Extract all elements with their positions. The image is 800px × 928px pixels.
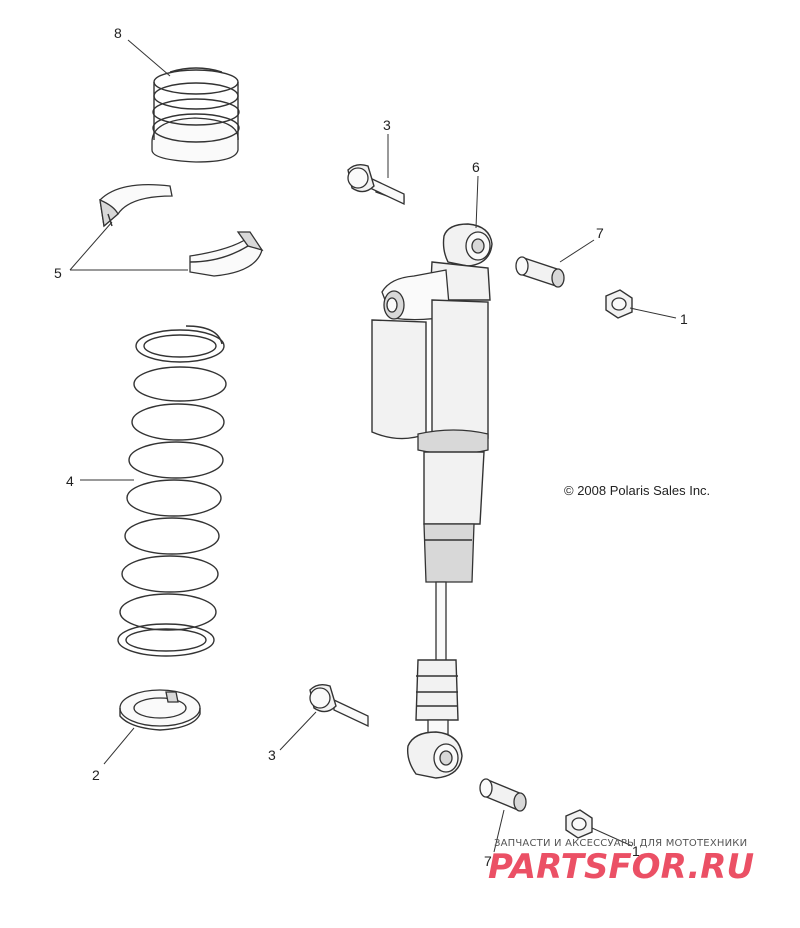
part-5-split-collar-upper bbox=[99, 183, 173, 228]
callout-1-upper: 1 bbox=[680, 311, 688, 327]
callout-2: 2 bbox=[92, 767, 100, 783]
part-3-bolt-upper bbox=[347, 163, 405, 206]
callout-3-lower: 3 bbox=[268, 747, 276, 763]
part-5-split-collar-lower bbox=[189, 231, 264, 277]
part-8-spring-retainer bbox=[151, 67, 240, 163]
callout-labels: 8 5 4 2 3 3 6 7 7 1 1 bbox=[54, 25, 688, 869]
part-3-bolt-lower bbox=[309, 683, 369, 728]
watermark-tagline: ЗАПЧАСТИ И АКСЕССУАРЫ ДЛЯ МОТОТЕХНИКИ bbox=[494, 838, 747, 849]
watermark-logo: PARTSFOR.RU bbox=[488, 847, 754, 887]
callout-4: 4 bbox=[66, 473, 74, 489]
leader-lines bbox=[69, 39, 677, 853]
part-7-bushing-lower bbox=[479, 778, 527, 812]
callout-7-upper: 7 bbox=[596, 225, 604, 241]
callout-5: 5 bbox=[54, 265, 62, 281]
part-1-nut-lower bbox=[565, 809, 593, 839]
callout-7-lower: 7 bbox=[484, 853, 492, 869]
callout-8: 8 bbox=[114, 25, 122, 41]
callout-1-lower: 1 bbox=[632, 843, 640, 859]
part-1-nut-upper bbox=[605, 289, 633, 319]
part-4-coil-spring bbox=[117, 325, 227, 657]
part-2-spring-seat bbox=[119, 689, 201, 731]
copyright-notice: © 2008 Polaris Sales Inc. bbox=[564, 483, 710, 498]
callout-3-upper: 3 bbox=[383, 117, 391, 133]
part-7-bushing-upper bbox=[515, 256, 565, 288]
watermark: ЗАПЧАСТИ И АКСЕССУАРЫ ДЛЯ МОТОТЕХНИКИ PA… bbox=[488, 838, 754, 887]
part-6-shock-absorber bbox=[371, 223, 493, 779]
callout-6: 6 bbox=[472, 159, 480, 175]
